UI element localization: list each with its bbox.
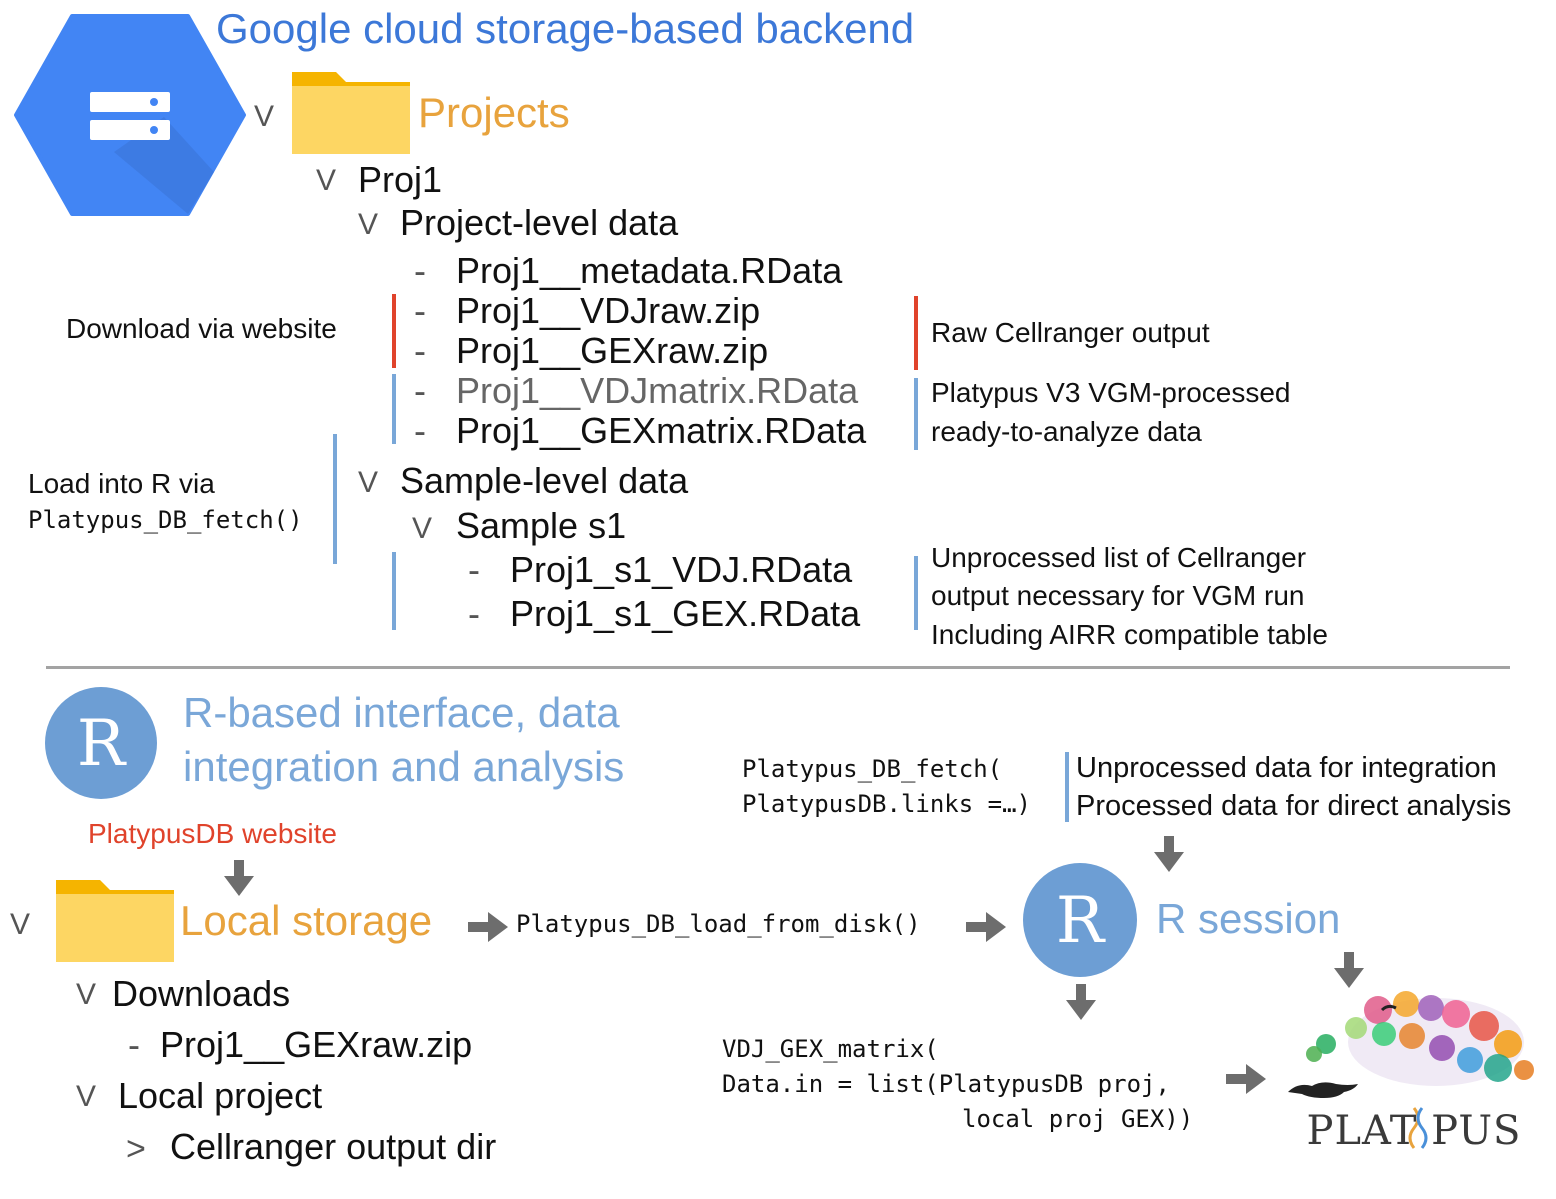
cellranger-dir-label[interactable]: Cellranger output dir bbox=[170, 1126, 497, 1167]
cellranger-expand-icon[interactable]: > bbox=[126, 1130, 146, 1168]
downloads-label[interactable]: Downloads bbox=[112, 973, 291, 1014]
file-metadata[interactable]: Proj1__metadata.RData bbox=[456, 250, 843, 291]
r-interface-title-line1: R-based interface, data bbox=[183, 689, 620, 736]
download-annotation: Download via website bbox=[66, 313, 337, 344]
local-storage-folder-icon bbox=[54, 876, 176, 968]
project-level-chevron-icon[interactable]: V bbox=[358, 208, 379, 241]
vgm-annotation-line1: Platypus V3 VGM-processed bbox=[931, 377, 1291, 408]
fetch-bracket bbox=[1065, 752, 1069, 822]
unproc-bracket bbox=[914, 556, 918, 630]
local-storage-label[interactable]: Local storage bbox=[180, 897, 433, 944]
backend-title: Google cloud storage-based backend bbox=[216, 5, 915, 52]
load-to-r-arrow-icon bbox=[966, 912, 1006, 942]
matrix-bracket bbox=[392, 374, 396, 444]
raw-output-annotation: Raw Cellranger output bbox=[931, 317, 1210, 348]
sample-level-label[interactable]: Sample-level data bbox=[400, 460, 689, 501]
file-s1-gex[interactable]: Proj1_s1_GEX.RData bbox=[510, 593, 861, 634]
vgm-call-line1: VDJ_GEX_matrix( bbox=[722, 1035, 939, 1063]
project-level-label[interactable]: Project-level data bbox=[400, 202, 679, 243]
unproc-annotation-line1: Unprocessed list of Cellranger bbox=[931, 542, 1307, 573]
section-divider bbox=[46, 666, 1510, 669]
file-vdjraw[interactable]: Proj1__VDJraw.zip bbox=[456, 290, 761, 331]
file-dash: - bbox=[128, 1024, 140, 1065]
r-session-icon: R bbox=[1022, 862, 1138, 982]
proj1-chevron-icon[interactable]: V bbox=[316, 164, 337, 197]
website-down-arrow-icon bbox=[224, 860, 254, 896]
file-vdjmatrix[interactable]: Proj1__VDJmatrix.RData bbox=[456, 370, 859, 411]
projects-label[interactable]: Projects bbox=[418, 89, 570, 136]
r-logo-letter: R bbox=[77, 707, 127, 781]
raw-output-bracket bbox=[914, 296, 918, 370]
local-storage-chevron-icon[interactable]: V bbox=[10, 908, 31, 941]
file-dash: - bbox=[468, 593, 480, 634]
file-dash: - bbox=[414, 250, 426, 291]
vgm-call-line3: local proj GEX)) bbox=[962, 1105, 1194, 1133]
fetch-desc-line2: Processed data for direct analysis bbox=[1076, 790, 1512, 822]
gcs-icon bbox=[14, 12, 246, 222]
projects-folder-icon bbox=[290, 68, 412, 160]
file-s1-vdj[interactable]: Proj1_s1_VDJ.RData bbox=[510, 549, 853, 590]
projects-chevron-icon[interactable]: V bbox=[254, 100, 275, 133]
sample-bracket bbox=[392, 552, 396, 630]
local-to-load-arrow-icon bbox=[468, 912, 508, 942]
download-bracket bbox=[392, 294, 396, 368]
file-dash: - bbox=[414, 370, 426, 411]
file-dash: - bbox=[414, 410, 426, 451]
fetch-desc-line1: Unprocessed data for integration bbox=[1076, 752, 1497, 784]
downloads-chevron-icon[interactable]: V bbox=[76, 978, 97, 1011]
local-project-chevron-icon[interactable]: V bbox=[76, 1080, 97, 1113]
session-down-arrow-icon bbox=[1334, 952, 1364, 988]
r-logo-icon: R bbox=[44, 686, 158, 804]
sample-s1-chevron-icon[interactable]: V bbox=[412, 512, 433, 545]
sample-level-chevron-icon[interactable]: V bbox=[358, 466, 379, 499]
unproc-annotation-line2: output necessary for VGM run bbox=[931, 580, 1305, 611]
unproc-annotation-line3: Including AIRR compatible table bbox=[931, 619, 1328, 650]
file-dash: - bbox=[468, 549, 480, 590]
file-dash: - bbox=[414, 330, 426, 371]
r-down-arrow-icon bbox=[1066, 984, 1096, 1020]
vgm-call-line2: Data.in = list(PlatypusDB proj, bbox=[722, 1070, 1170, 1098]
fetch-call-line1: Platypus_DB_fetch( bbox=[742, 755, 1003, 783]
platypusdb-website-label[interactable]: PlatypusDB website bbox=[88, 818, 338, 849]
r-session-letter: R bbox=[1056, 884, 1106, 958]
proj1-label[interactable]: Proj1 bbox=[358, 159, 443, 200]
r-session-label: R session bbox=[1156, 895, 1341, 942]
load-from-disk-call: Platypus_DB_load_from_disk() bbox=[516, 910, 921, 938]
file-gexraw[interactable]: Proj1__GEXraw.zip bbox=[456, 330, 769, 371]
file-dash: - bbox=[414, 290, 426, 331]
r-interface-title-line2: integration and analysis bbox=[183, 743, 625, 790]
fetch-down-arrow-icon bbox=[1154, 836, 1184, 872]
platypus-logo: PLAT PUS bbox=[1286, 990, 1542, 1164]
load-bracket bbox=[333, 434, 337, 564]
sample-s1-label[interactable]: Sample s1 bbox=[456, 505, 627, 546]
load-annotation-line1: Load into R via bbox=[28, 468, 215, 499]
load-annotation-line2: Platypus_DB_fetch() bbox=[28, 506, 303, 534]
local-project-label[interactable]: Local project bbox=[118, 1075, 323, 1116]
local-file-gexraw[interactable]: Proj1__GEXraw.zip bbox=[160, 1024, 473, 1065]
vgm-annotation-line2: ready-to-analyze data bbox=[931, 416, 1202, 447]
vgm-bracket bbox=[914, 378, 918, 450]
file-gexmatrix[interactable]: Proj1__GEXmatrix.RData bbox=[456, 410, 867, 451]
fetch-call-line2: PlatypusDB.links =…) bbox=[742, 790, 1031, 818]
vgm-to-platypus-arrow-icon bbox=[1226, 1064, 1266, 1094]
